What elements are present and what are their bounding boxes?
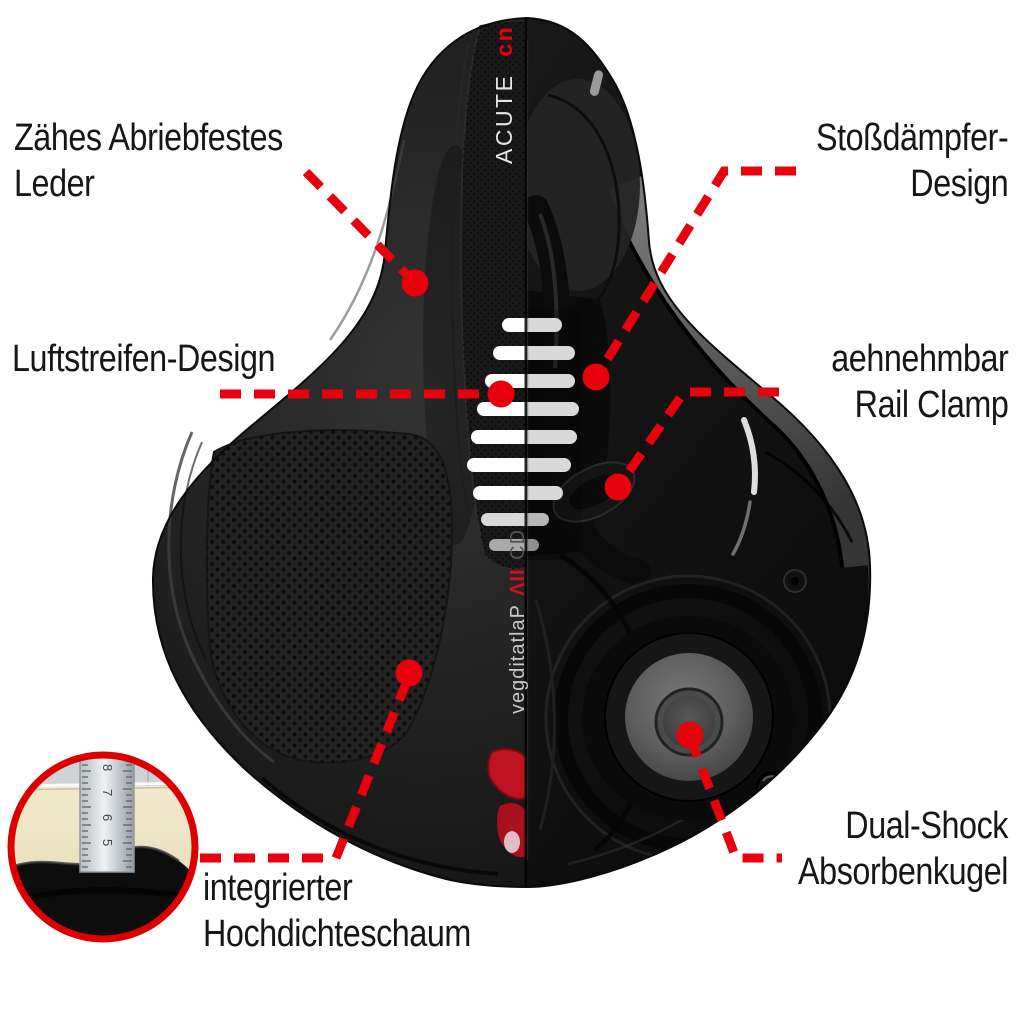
callout-text-line: Luftstreifen-Design (12, 338, 276, 380)
hip-shadow-line (179, 441, 207, 661)
ruler-ticks-left (82, 755, 91, 868)
callout-dot-shock-absorber (582, 363, 610, 391)
split-line (524, 18, 529, 886)
edge-highlight (328, 139, 406, 341)
red-accent-trim (487, 748, 527, 858)
bolt (783, 569, 807, 593)
callout-text-line: Zähes Abriebfestes (14, 117, 283, 159)
callout-dot-rail-clamp (604, 473, 632, 501)
callout-dot-foam (395, 659, 423, 687)
callout-line-rail-clamp (615, 387, 779, 489)
callout-text-line: Absorbenkugel (798, 850, 1008, 893)
ruler-number: 6 (100, 814, 115, 821)
callout-text-line: aehnehmbar (830, 338, 1009, 380)
callout-text-line: Design (909, 162, 1008, 205)
leather-layer (11, 847, 195, 939)
callout-label-rail-clamp: aehnehmbar Rail Clamp (830, 337, 1009, 429)
callout-text-line: Stoßdämpfer- (815, 117, 1009, 159)
comfort-foam-texture-patch (205, 429, 454, 764)
brand-text-top: ACUTE cn (491, 25, 517, 164)
inner-shell-edge (764, 450, 854, 543)
callout-lines (200, 166, 796, 863)
ruler-number: 7 (100, 789, 115, 796)
callout-label-dual-shock: Dual-Shock Absorbenkugel (798, 804, 1008, 896)
nose-highlight-tick (589, 70, 604, 96)
callout-dot-leather (401, 269, 429, 297)
inset-red-ring (7, 751, 199, 943)
callout-text-line: Leder (14, 162, 95, 205)
cross-section-inset: 8 7 6 5 (7, 751, 199, 943)
ruler-number: 5 (100, 839, 115, 846)
callout-dot-air-stripe (487, 380, 515, 408)
ruler-ticks-right (123, 755, 132, 868)
rim-highlight-streak-2 (731, 500, 752, 556)
ruler-number: 8 (100, 764, 115, 771)
callout-label-air-stripe: Luftstreifen-Design (12, 337, 275, 383)
callout-line-leather (302, 168, 418, 286)
callout-line-foam (200, 674, 414, 863)
bottom-crease-line (260, 776, 499, 876)
callout-text-line: integrierter (203, 867, 353, 909)
ruler: 8 7 6 5 (79, 755, 135, 873)
nose-seam-line (451, 45, 469, 513)
callout-line-dual-shock (685, 735, 782, 863)
callout-text-line: Rail Clamp (854, 383, 1008, 426)
hip-seam-line (167, 431, 275, 764)
callout-label-shock-absorber: Stoßdämpfer- Design (815, 116, 1009, 208)
shell-inner-curve (534, 599, 556, 831)
callout-dots (395, 269, 704, 749)
callout-label-leather: Zähes Abriebfestes Leder (14, 116, 283, 208)
callout-label-foam: integrierter Hochdichteschaum (203, 866, 471, 958)
callout-line-shock-absorber (593, 166, 796, 379)
shock-absorber-ball (582, 616, 794, 820)
callout-text-line: Dual-Shock (845, 805, 1008, 847)
brand-text-mid: vegditatlaP ΛII CD (507, 529, 529, 714)
nose-pad-crease (547, 93, 621, 318)
callout-dot-dual-shock (676, 721, 704, 749)
rim-highlight-streak (741, 417, 758, 495)
callout-text-line: Hochdichteschaum (203, 912, 471, 955)
